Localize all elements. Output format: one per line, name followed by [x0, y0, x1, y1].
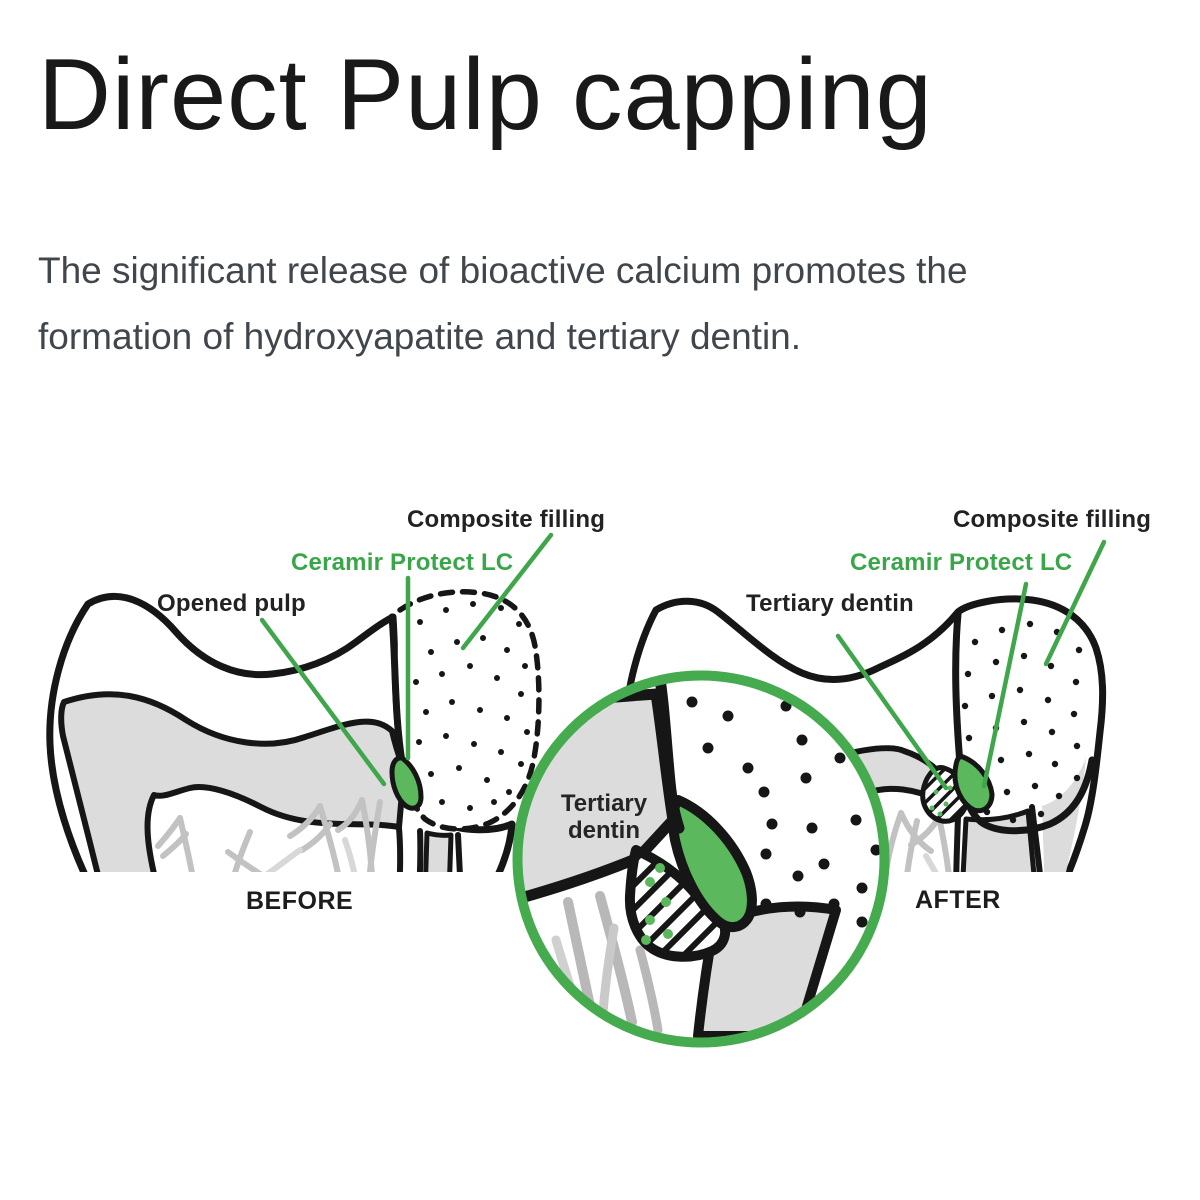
- before-composite-dashed-outline: [397, 589, 542, 832]
- label-opened-pulp: Opened pulp: [157, 590, 306, 617]
- intro-line-1: The significant release of bioactive cal…: [38, 250, 968, 291]
- magnifier-circle: [512, 670, 890, 1048]
- label-tertiary-dentin-magnified: Tertiary dentin: [548, 790, 660, 844]
- caption-before: BEFORE: [246, 887, 354, 915]
- after-composite-bottom-edge: [962, 756, 1096, 835]
- before-roots: [396, 825, 463, 872]
- label-composite-filling-after: Composite filling: [953, 506, 1152, 533]
- after-composite-pointer-line: [1043, 539, 1107, 667]
- lens-cavity-wall: [652, 680, 685, 834]
- intro-line-2: formation of hydroxyapatite and tertiary…: [38, 316, 802, 357]
- before-composite-dots: [413, 601, 530, 811]
- label-ceramir-protect-before: Ceramir Protect LC: [291, 549, 514, 576]
- tooth-before-illustration: [46, 589, 542, 872]
- label-composite-filling-before: Composite filling: [407, 506, 606, 533]
- lens-label-line-2: dentin: [568, 817, 640, 844]
- magnifier-ring: [512, 670, 890, 1048]
- before-dentin: [58, 691, 407, 872]
- before-pulp-branches: [155, 797, 383, 872]
- caption-after: AFTER: [915, 886, 1001, 914]
- label-ceramir-protect-after: Ceramir Protect LC: [850, 549, 1073, 576]
- pointer-lines: [259, 532, 1107, 791]
- after-ceramir-wedge: [952, 754, 995, 814]
- page-title: Direct Pulp capping: [38, 39, 933, 151]
- before-ceramir-wedge: [389, 755, 424, 811]
- after-ceramir-pointer-line: [981, 581, 1029, 789]
- intro-paragraph: The significant release of bioactive cal…: [38, 238, 1138, 370]
- before-opened-pulp-pointer-line: [259, 617, 387, 787]
- before-cavity-wall: [388, 613, 407, 772]
- label-tertiary-dentin-after: Tertiary dentin: [746, 590, 914, 617]
- after-tertiary-pointer-line: [835, 633, 949, 791]
- lens-ceramir-wedge: [668, 795, 757, 932]
- lens-label-line-1: Tertiary: [560, 790, 648, 817]
- before-composite-pointer-line: [460, 532, 554, 651]
